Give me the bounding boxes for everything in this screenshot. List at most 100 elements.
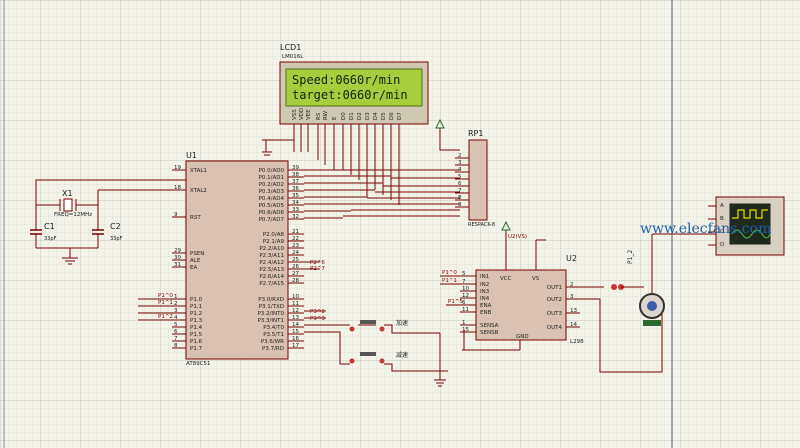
scope-ch-d: D [720, 242, 724, 248]
mcu-pin-12-number: 12 [292, 308, 299, 314]
driver-pin-14-number: 14 [570, 322, 577, 328]
rp1-pin-7-number: 7 [458, 188, 462, 194]
net-p12: P1^2 [158, 314, 173, 320]
lcd-pin-wires [262, 124, 400, 205]
svg-text:D1: D1 [349, 112, 355, 120]
dc-motor[interactable]: P1_2 [611, 233, 716, 326]
svg-text:VDD: VDD [299, 108, 305, 120]
mcu-pin-13-number: 13 [292, 315, 299, 321]
mcu-pin-7-name: P1.6 [190, 339, 203, 345]
driver-model: L298 [570, 339, 584, 345]
c2-value: 33pF [110, 236, 123, 242]
mcu-right-pins: 39P0.0/AD038P0.1/AD137P0.2/AD236P0.3/AD3… [257, 165, 304, 352]
mcu-pin-7-number: 7 [174, 336, 178, 342]
ground-symbols [434, 333, 448, 387]
mcu-pin-19-name: XTAL1 [190, 168, 207, 174]
mcu-pin-3-name: P1.2 [190, 311, 202, 317]
driver-vs: VS [532, 276, 540, 282]
mcu-pin-30-name: ALE [190, 258, 201, 264]
net-p11: P1^1 [158, 300, 173, 306]
mcu-pin-24-number: 24 [292, 250, 299, 256]
rp1-pin-2-number: 2 [458, 153, 462, 159]
svg-text:P3^2: P3^2 [310, 309, 325, 315]
mcu-pin-22-name: P2.1/A9 [263, 239, 285, 245]
mcu-pin-2-name: P1.1 [190, 304, 202, 310]
driver-pin-15-number: 15 [462, 327, 469, 333]
button-slow-down[interactable]: 减速 [304, 331, 440, 372]
mcu-pin-4-name: P1.3 [190, 318, 203, 324]
driver-pin-1-name: SENSA [480, 323, 499, 329]
mcu-pin-31-name: EA [190, 265, 197, 271]
mcu-pin-12-name: P3.2/INT0 [257, 311, 284, 317]
mcu-pin-1-number: 1 [174, 294, 178, 300]
mcu-pin-3-number: 3 [174, 308, 178, 314]
mcu-pin-34-name: P0.5/AD5 [259, 203, 285, 209]
mcu-pin-34-number: 34 [292, 200, 299, 206]
oscilloscope[interactable]: A B C D [708, 196, 785, 256]
lcd-line-1: Speed:0660r/min [292, 73, 400, 87]
mcu-pin-8-name: P1.7 [190, 346, 203, 352]
scope-ch-c: C [720, 229, 724, 235]
mcu-pin-36-name: P0.3/AD3 [259, 189, 285, 195]
p2-p3-labels: P2^6 P2^7 P3^2 P3^3 [304, 260, 326, 322]
mcu-pin-28-name: P2.7/A15 [259, 281, 284, 287]
mcu-pin-11-name: P3.1/TXD [259, 304, 284, 310]
mcu-pin-31-number: 31 [174, 262, 181, 268]
mcu-pin-23-name: P2.2/A10 [259, 246, 284, 252]
mcu-pin-35-name: P0.4/AD4 [259, 196, 285, 202]
driver-pin-13-name: OUT3 [547, 311, 563, 317]
mcu-pin-29-name: PSEN [190, 251, 204, 257]
mcu-pin-36-number: 36 [292, 186, 299, 192]
lcd-line-2: target:0660r/min [292, 88, 408, 102]
rp1-pin-9-number: 9 [458, 202, 462, 208]
driver-pin-3-number: 3 [570, 294, 574, 300]
lcd-screen [285, 68, 423, 107]
svg-text:D7: D7 [397, 112, 403, 120]
rp1-ref: RP1 [468, 129, 483, 138]
svg-text:P1^1: P1^1 [442, 278, 457, 284]
mcu-pin-6-name: P1.5 [190, 332, 203, 338]
svg-text:D3: D3 [365, 112, 371, 120]
lcd-pin-labels: VSS VDD VEE RS RW E D0 D1 D2 D3 D4 D5 D6… [292, 108, 403, 120]
driver-pin-3-name: OUT2 [547, 297, 562, 303]
mcu-pin-21-name: P2.0/A8 [263, 232, 285, 238]
driver-pin-15-name: SENSB [480, 330, 499, 336]
mcu-pin-16-number: 16 [292, 336, 299, 342]
svg-text:RS: RS [316, 112, 322, 120]
mcu-pin-30-number: 30 [174, 255, 181, 261]
p0-bus-wires [304, 118, 460, 219]
mcu-pin-32-name: P0.7/AD7 [259, 217, 285, 223]
mcu-pin-17-number: 17 [292, 343, 299, 349]
driver-pin-5-number: 5 [462, 271, 466, 277]
scope-ch-a: A [720, 203, 724, 209]
driver-pin-7-number: 7 [462, 279, 466, 285]
button-speed-up[interactable]: 加速 [304, 319, 440, 334]
lcd-component[interactable]: LCD1 LM016L Speed:0660r/min target:0660r… [279, 43, 429, 125]
driver-pin-10-name: IN3 [480, 289, 490, 295]
mcu-pin-38-number: 38 [292, 172, 299, 178]
mcu-pin-24-name: P2.3/A11 [259, 253, 284, 259]
c1-ref: C1 [44, 222, 55, 231]
mcu-pin-13-name: P3.3/INT1 [257, 318, 284, 324]
driver-supply-label: U2(VS) [508, 234, 527, 240]
driver-pin-2-number: 2 [570, 282, 574, 288]
crystal-body [63, 198, 73, 212]
mcu-pin-39-name: P0.0/AD0 [259, 168, 285, 174]
mcu-pin-16-name: P3.6/WR [261, 339, 284, 345]
svg-text:VSS: VSS [292, 109, 298, 120]
svg-text:D5: D5 [381, 112, 387, 120]
driver-ref: U2 [566, 254, 577, 263]
mcu-pin-9-number: 9 [174, 212, 178, 218]
svg-text:D4: D4 [373, 112, 379, 120]
driver-pin-6-name: ENA [480, 303, 492, 309]
motor-ref: P1_2 [627, 250, 634, 264]
crystal-x1[interactable]: X1 FREQ=12MHz [54, 189, 92, 218]
driver-pin-7-name: IN2 [480, 282, 489, 288]
driver-pin-12-name: IN4 [480, 296, 490, 302]
mcu-pin-1-name: P1.0 [190, 297, 203, 303]
